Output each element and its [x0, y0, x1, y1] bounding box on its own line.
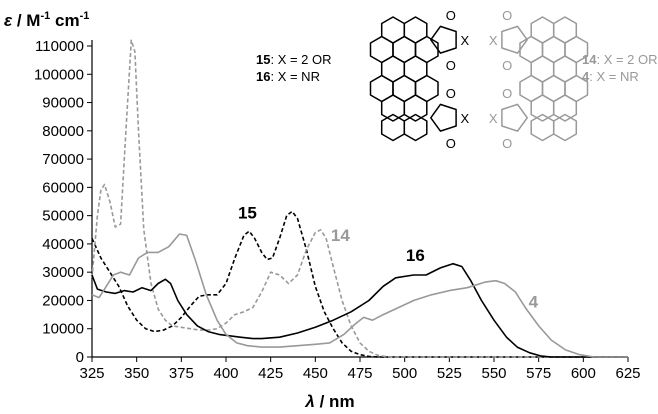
aromatic-ring	[380, 113, 406, 142]
y-tick-label: 90000	[42, 95, 84, 112]
x-tick-label: 375	[169, 365, 194, 382]
x-tick-label: 475	[347, 365, 372, 382]
aromatic-ring	[552, 113, 578, 142]
aromatic-ring	[403, 94, 428, 122]
x-tick-label: 600	[571, 365, 596, 382]
y-axis: 0 10000 20000 30000 40000 50000 60000 70000 8000…	[34, 38, 93, 366]
aromatic-ring	[552, 94, 578, 122]
atom-o-label: O	[502, 58, 512, 73]
y-tick-label: 50000	[42, 208, 84, 225]
x-tick-label: 325	[79, 365, 104, 382]
imide-ring	[430, 25, 457, 54]
imide-ring	[430, 103, 457, 132]
x-tick-label: 525	[437, 365, 462, 382]
series-16-line	[91, 262, 628, 358]
legend-4: 4: X = NR	[582, 69, 639, 84]
legend-16: 16: X = NR	[256, 69, 320, 84]
y-axis-title: ε / M-1 cm-1	[4, 10, 89, 30]
series-14-label: 14	[331, 226, 350, 245]
atom-o-label: O	[446, 86, 456, 101]
x-tick-label: 625	[615, 365, 640, 382]
series-15-label: 15	[238, 203, 257, 222]
x-tick-label: 500	[392, 365, 417, 382]
x-axis-title: λ / nm	[304, 392, 354, 411]
series-4-line	[91, 233, 628, 358]
y-tick-label: 10000	[42, 321, 84, 338]
x-tick-label: 450	[303, 365, 328, 382]
atom-o-label: O	[446, 58, 456, 73]
series-16-label: 16	[406, 246, 425, 265]
series-15-line	[91, 210, 628, 358]
y-tick-label: 100000	[34, 66, 84, 83]
series-labels: 15 14 16 4	[238, 203, 539, 311]
y-tick-label: 110000	[35, 38, 84, 55]
plot-area: 0 10000 20000 30000 40000 50000 60000 70000 8000…	[34, 38, 641, 382]
series-14-line	[91, 39, 628, 358]
y-tick-label: 30000	[42, 264, 84, 281]
series-4-label: 4	[529, 293, 539, 312]
aromatic-ring	[530, 94, 555, 122]
aromatic-ring	[530, 113, 555, 142]
legend-14: 14: X = 2 OR	[582, 52, 658, 67]
x-tick-label: 350	[124, 365, 149, 382]
x-tick-label: 425	[258, 365, 283, 382]
x-tick-label: 400	[213, 365, 238, 382]
atom-o-label: O	[502, 8, 512, 23]
x-tick-label: 575	[526, 365, 551, 382]
series-layer	[91, 39, 628, 358]
x-axis: 325 350 375 400 425 450 475 500 525 550 575 600 625	[79, 356, 641, 382]
x-tick-label: 550	[481, 365, 506, 382]
atom-o-label: O	[446, 8, 456, 23]
imide-ring	[501, 25, 528, 54]
atom-x-label: X	[489, 111, 498, 126]
y-tick-label: 20000	[42, 292, 84, 309]
imide-ring	[501, 103, 528, 132]
y-tick-label: 0	[76, 349, 84, 366]
y-tick-label: 40000	[42, 236, 84, 253]
atom-o-label: O	[446, 136, 456, 151]
atom-x-label: X	[489, 33, 498, 48]
y-tick-label: 60000	[42, 179, 84, 196]
atom-o-label: O	[502, 86, 512, 101]
aromatic-ring	[403, 113, 428, 142]
y-tick-label: 80000	[42, 123, 84, 140]
atom-x-label: X	[460, 33, 469, 48]
atom-x-label: X	[460, 111, 469, 126]
atom-o-label: O	[502, 136, 512, 151]
aromatic-ring	[380, 94, 406, 122]
y-tick-label: 70000	[42, 151, 84, 168]
legend-15: 15: X = 2 OR	[256, 52, 332, 67]
